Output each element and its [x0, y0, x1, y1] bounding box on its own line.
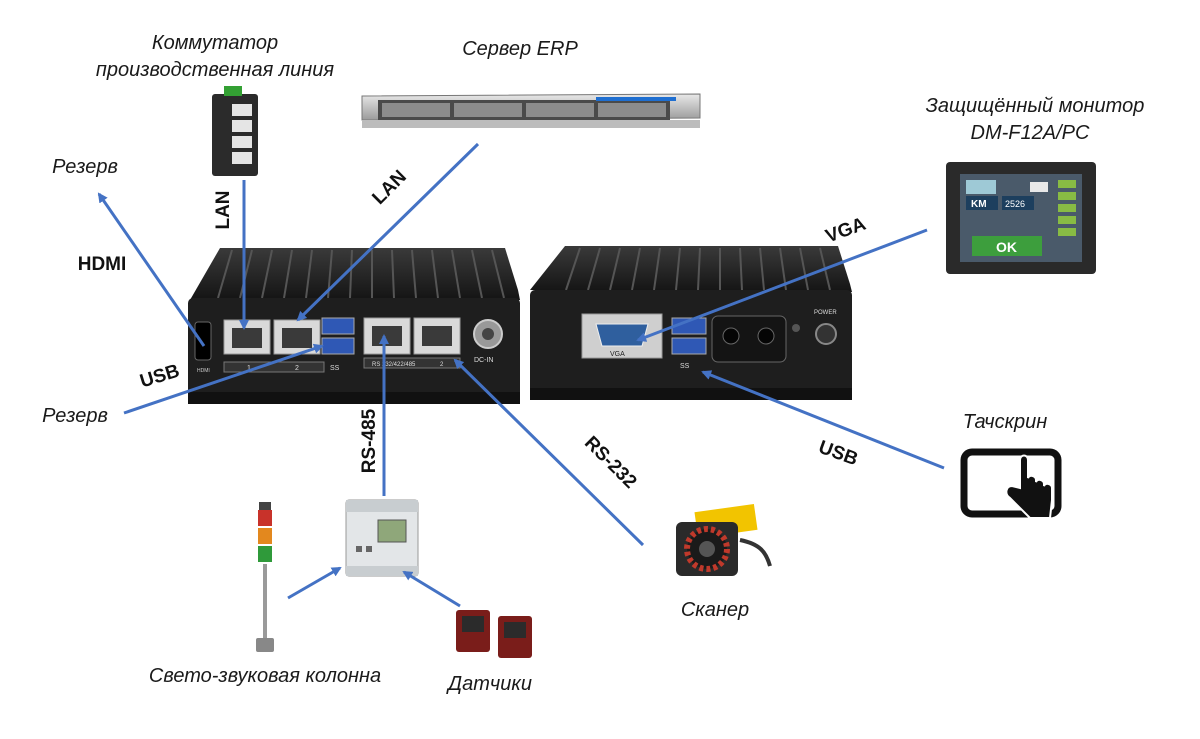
reserve-left-label: Резерв: [42, 405, 108, 427]
arrow-usb-touch: [701, 370, 945, 470]
arrow-vga: [636, 228, 928, 342]
lan2-port-label: 2: [295, 365, 299, 372]
monitor-km-field: KM: [971, 199, 987, 210]
plc-controller-device: [345, 499, 419, 577]
rs-port-label: RS 232/422/485: [372, 362, 416, 368]
arrow-sensors: [402, 570, 461, 608]
reserve-top-label: Резерв: [52, 156, 118, 178]
network-switch-device: [212, 86, 258, 176]
arrow-tower: [287, 566, 342, 600]
touchscreen-icon: [960, 448, 1062, 519]
arrow-hdmi-reserve: [97, 192, 206, 347]
rs485-label: RS-485: [359, 408, 380, 474]
box-pc-back: [530, 246, 852, 400]
arrow-erp-lan: [296, 142, 480, 322]
usb-ss-left-label: SS: [330, 365, 340, 372]
dcin-port-label: DC-IN: [474, 357, 493, 364]
connection-arrows: [97, 142, 945, 608]
hdmi-port-label: HDMI: [197, 368, 210, 374]
scanner-label: Сканер: [680, 599, 750, 621]
monitor-label-line1: Защищённый монитор: [925, 95, 1145, 117]
arrow-usb-left: [123, 343, 324, 415]
lan1-port-label: 1: [247, 365, 251, 372]
monitor-code-field: 2526: [1005, 199, 1025, 209]
power-button-label: POWER: [814, 310, 837, 316]
sensors-device: [456, 610, 532, 658]
lan-switch-label: LAN: [213, 190, 234, 230]
hdmi-label: HDMI: [77, 254, 127, 275]
switch-label-line2: производственная линия: [95, 59, 335, 81]
barcode-scanner-device: [676, 503, 772, 576]
sensors-label: Датчики: [448, 673, 532, 695]
monitor-ok-button: OK: [996, 239, 1017, 255]
box-pc-front: [188, 248, 520, 404]
signal-tower-device: [256, 502, 274, 652]
protected-monitor-device: [946, 162, 1096, 274]
erp-server-device: [361, 93, 701, 128]
erp-server-label: Сервер ERP: [462, 38, 578, 60]
monitor-label-line2: DM-F12A/PC: [970, 122, 1090, 144]
usb-ss-right-label: SS: [680, 363, 690, 370]
switch-label-line1: Коммутатор: [151, 32, 279, 54]
touchscreen-label: Тачскрин: [962, 411, 1048, 433]
signal-column-label: Свето-звуковая колонна: [148, 665, 382, 687]
com2-port-label: 2: [440, 362, 444, 368]
vga-port-label: VGA: [610, 351, 625, 358]
arrow-rs232: [453, 358, 645, 547]
